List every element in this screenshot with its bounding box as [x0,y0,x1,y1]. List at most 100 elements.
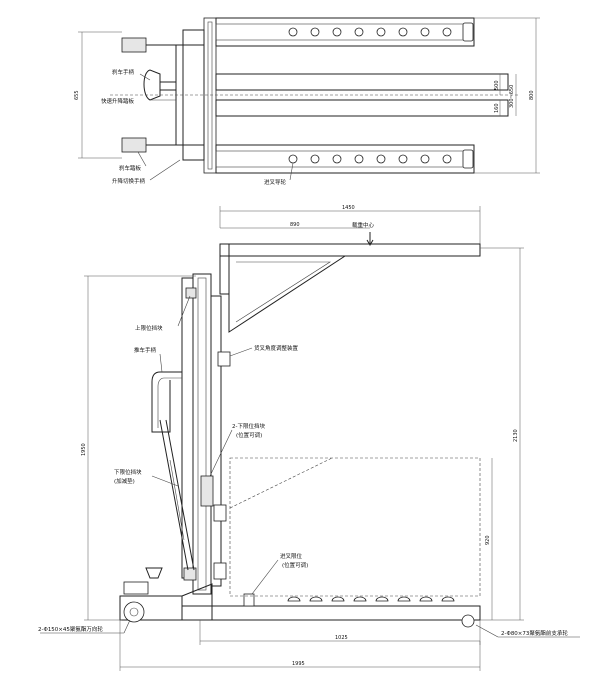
handle-bar [159,81,177,91]
mast-outer [192,273,212,595]
guide-wheels-upper [288,27,452,37]
leader [475,624,499,638]
label-fork-limit: 进叉限位 [280,552,303,560]
leader [229,347,253,357]
label-lower-stop-left-note: (加减垫) [114,477,135,485]
cylinder-rod [169,459,185,541]
guide-wheel-side [287,596,301,602]
carriage-clamp [213,504,227,522]
boom-vertical [219,243,230,295]
mast-inner [197,277,207,591]
end-wheel-upper [462,22,474,42]
label-brake-pedal: 刹车踏板 [119,164,142,172]
mast-bottom-block [183,567,197,581]
carriage-plate [210,295,222,587]
caster-mount [123,581,149,595]
guide-wheel [420,154,430,164]
top-view: 655 800 300~650 160 500 刹车手柄 快速升降踏板 刹车踏板… [74,17,540,186]
dim-total-length: 1995 [292,661,305,667]
end-wheel-lower [462,149,474,169]
guide-wheel-side [353,596,367,602]
guide-wheel [310,27,320,37]
leader [137,151,147,167]
leader [159,353,163,373]
guide-wheel [332,154,342,164]
guide-wheel [288,154,298,164]
front-wheel-right [461,614,475,628]
outrigger-upper-inner [215,23,475,41]
brake-pedal-upper [121,37,147,53]
fork-limit-block [243,593,255,607]
label-lower-stop-right-note: (位置可调) [236,431,262,439]
leader [149,159,181,181]
label-fork-guide-wheel: 进叉导轮 [264,178,287,186]
chassis-bar [181,605,213,621]
push-handle-shape [151,371,182,433]
leader [177,295,191,327]
guide-wheel [398,154,408,164]
load-region-raised [229,457,481,597]
mast-plate-top [203,17,217,174]
label-fork-angle-adjust: 货叉角度调整装置 [254,344,299,352]
dim-right-overall: 800 [529,90,535,100]
dim-top-span: 1450 [342,205,355,211]
leader [251,559,279,595]
label-lower-stop-left: 下限位挡块 [114,468,142,476]
label-quick-lift-pedal: 快速升降踏板 [101,97,135,105]
angle-adjust-block [217,351,231,367]
side-view: 1450 890 载重中心 [38,205,580,671]
guide-wheel [442,27,452,37]
guide-wheel [376,27,386,37]
leader [139,73,151,81]
outrigger-upper [215,17,475,47]
load-center-arrow [366,232,374,246]
guide-wheel-side [441,596,455,602]
guide-wheel [376,154,386,164]
dim-fork-pos: 500 [494,80,500,90]
guide-wheel [310,154,320,164]
dim-mast-height: 1950 [81,443,87,456]
fork-upper-top [215,73,509,91]
lower-stop-block [200,475,214,507]
brake-handle-shape [143,69,161,101]
label-fork-limit-note: (位置可调) [282,561,308,569]
guide-wheel-side [331,596,345,602]
guide-wheel [288,27,298,37]
leader [209,429,233,477]
boom-brace-inner [235,261,332,323]
dim-fork-span: 300~650 [509,85,515,108]
base-slope [181,583,213,621]
label-load-center: 载重中心 [352,221,375,229]
dim-overall-width: 655 [74,90,80,100]
carriage-clamp-lower [213,562,227,580]
brake-pedal-side [145,567,163,579]
leader [289,162,294,181]
label-lift-switch-handle: 升降切换手柄 [112,177,146,185]
outrigger-lower [215,144,475,174]
label-upper-stop: 上限位挡块 [135,324,163,332]
mast-plate-top-inner [207,21,213,170]
guide-wheel-side [375,596,389,602]
caster-wheel-left-hub [129,607,139,617]
boom-arm [219,243,481,257]
label-brake-handle: 刹车手柄 [112,68,135,76]
leader [151,475,179,487]
guide-wheel-side [309,596,323,602]
guide-wheel [398,27,408,37]
dim-load-center: 890 [290,222,300,228]
fork-side [211,605,481,621]
leader [123,619,131,634]
hydraulic-cylinder [159,419,195,571]
load-region-brace [229,457,333,509]
fork-guide-wheels-side [287,596,455,602]
guide-wheel-side [419,596,433,602]
dim-fork-length: 1025 [335,635,348,641]
guide-wheel-side [397,596,411,602]
dim-total-height: 2130 [513,429,519,442]
caster-wheel-left [123,601,145,623]
boom-brace [228,255,347,333]
guide-wheel [332,27,342,37]
upper-stop-block [185,287,197,299]
push-handle-inner [157,377,182,428]
